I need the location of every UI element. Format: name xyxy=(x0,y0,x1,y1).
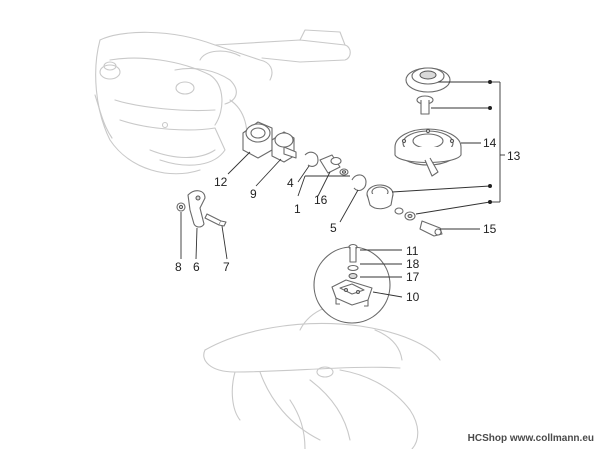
part-4-clip xyxy=(304,151,319,167)
callout-15: 15 xyxy=(483,222,497,236)
part-16-sleeve xyxy=(319,154,342,174)
callout-5: 5 xyxy=(330,221,337,235)
part-12-ignition-housing xyxy=(242,121,273,159)
part-5-clip xyxy=(351,174,367,191)
part-fuel-cap-top xyxy=(405,67,451,93)
part-11-bolt xyxy=(348,243,358,263)
part-8-nut xyxy=(176,202,186,212)
callout-11: 11 xyxy=(406,244,419,258)
callout-10: 10 xyxy=(406,290,420,304)
callout-13: 13 xyxy=(507,149,521,163)
part-10-seat-lock-detail xyxy=(313,246,391,324)
part-small-washers xyxy=(394,207,416,221)
part-15-key xyxy=(419,220,443,237)
callout-4: 4 xyxy=(287,176,294,190)
part-17-nut xyxy=(348,273,358,279)
callout-8: 8 xyxy=(175,260,182,274)
part-fuel-cap-bolt xyxy=(416,95,434,115)
shop-watermark: HCShop www.collmann.eu xyxy=(468,433,594,444)
callout-9: 9 xyxy=(250,187,257,201)
watermark-site[interactable]: www.collmann.eu xyxy=(509,433,594,444)
part-7-screw xyxy=(204,213,227,227)
part-9-lock-barrel xyxy=(271,131,297,163)
callout-16: 16 xyxy=(314,193,328,207)
scooter-rear-ghost xyxy=(203,303,441,449)
part-18-washer xyxy=(347,264,359,272)
leader-lines xyxy=(180,81,505,298)
callout-18: 18 xyxy=(406,257,420,271)
watermark-shop: HCShop xyxy=(467,433,508,444)
callout-12: 12 xyxy=(214,175,228,189)
leader-dots xyxy=(488,80,492,204)
part-14-fuel-filler-ring xyxy=(394,128,462,177)
callout-14: 14 xyxy=(483,136,497,150)
callout-6: 6 xyxy=(193,260,200,274)
part-6-bracket xyxy=(187,190,206,228)
part-16-washer xyxy=(339,168,349,176)
callout-1: 1 xyxy=(294,202,301,216)
callout-17: 17 xyxy=(406,270,420,284)
scooter-front-ghost xyxy=(94,29,351,175)
callout-7: 7 xyxy=(223,260,230,274)
part-lock-cylinder xyxy=(366,184,394,210)
